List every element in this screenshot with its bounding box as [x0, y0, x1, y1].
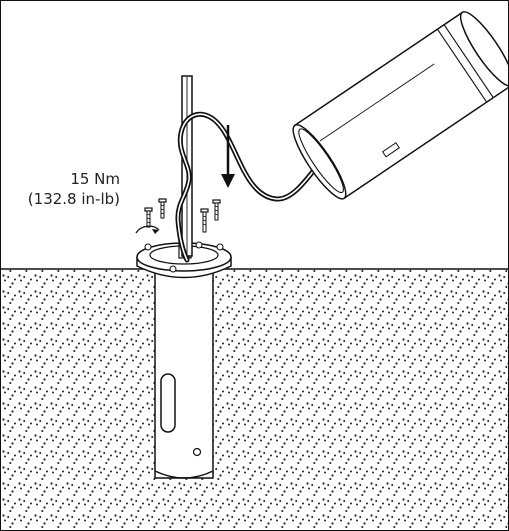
flange-bolt-hole-front	[169, 265, 177, 273]
flange-bolt-hole-left	[144, 243, 152, 251]
ground-pattern	[1, 269, 508, 530]
screw-icon	[144, 207, 153, 228]
torque-specification: 15 Nm (132.8 in-lb)	[28, 169, 120, 209]
sleeve-side-slot	[160, 373, 176, 433]
sleeve-drain-hole	[192, 447, 202, 457]
torque-imperial: (132.8 in-lb)	[27, 190, 120, 208]
torque-metric: 15 Nm	[70, 170, 120, 188]
tube-internal-guide	[319, 63, 435, 142]
tilted-tube	[292, 11, 508, 200]
tube-inner-end	[298, 128, 344, 194]
tube-band-line-1	[436, 28, 488, 103]
ground-section	[1, 268, 508, 530]
flange-bolt-hole-right	[216, 243, 224, 251]
screw-icon	[158, 198, 167, 219]
rotation-arrow-icon	[135, 225, 160, 234]
sleeve-shaft	[154, 270, 214, 479]
flange-bolt-hole-rear	[195, 241, 203, 249]
embedded-sleeve-body	[154, 270, 214, 479]
tube-band-line-2	[443, 24, 494, 98]
tube-slot	[381, 142, 400, 158]
screw-icon	[212, 199, 221, 221]
fasteners	[144, 198, 221, 233]
tube-closed-end	[459, 11, 508, 87]
sleeve-bottom-cap	[154, 470, 214, 479]
screw-icon	[200, 208, 209, 233]
